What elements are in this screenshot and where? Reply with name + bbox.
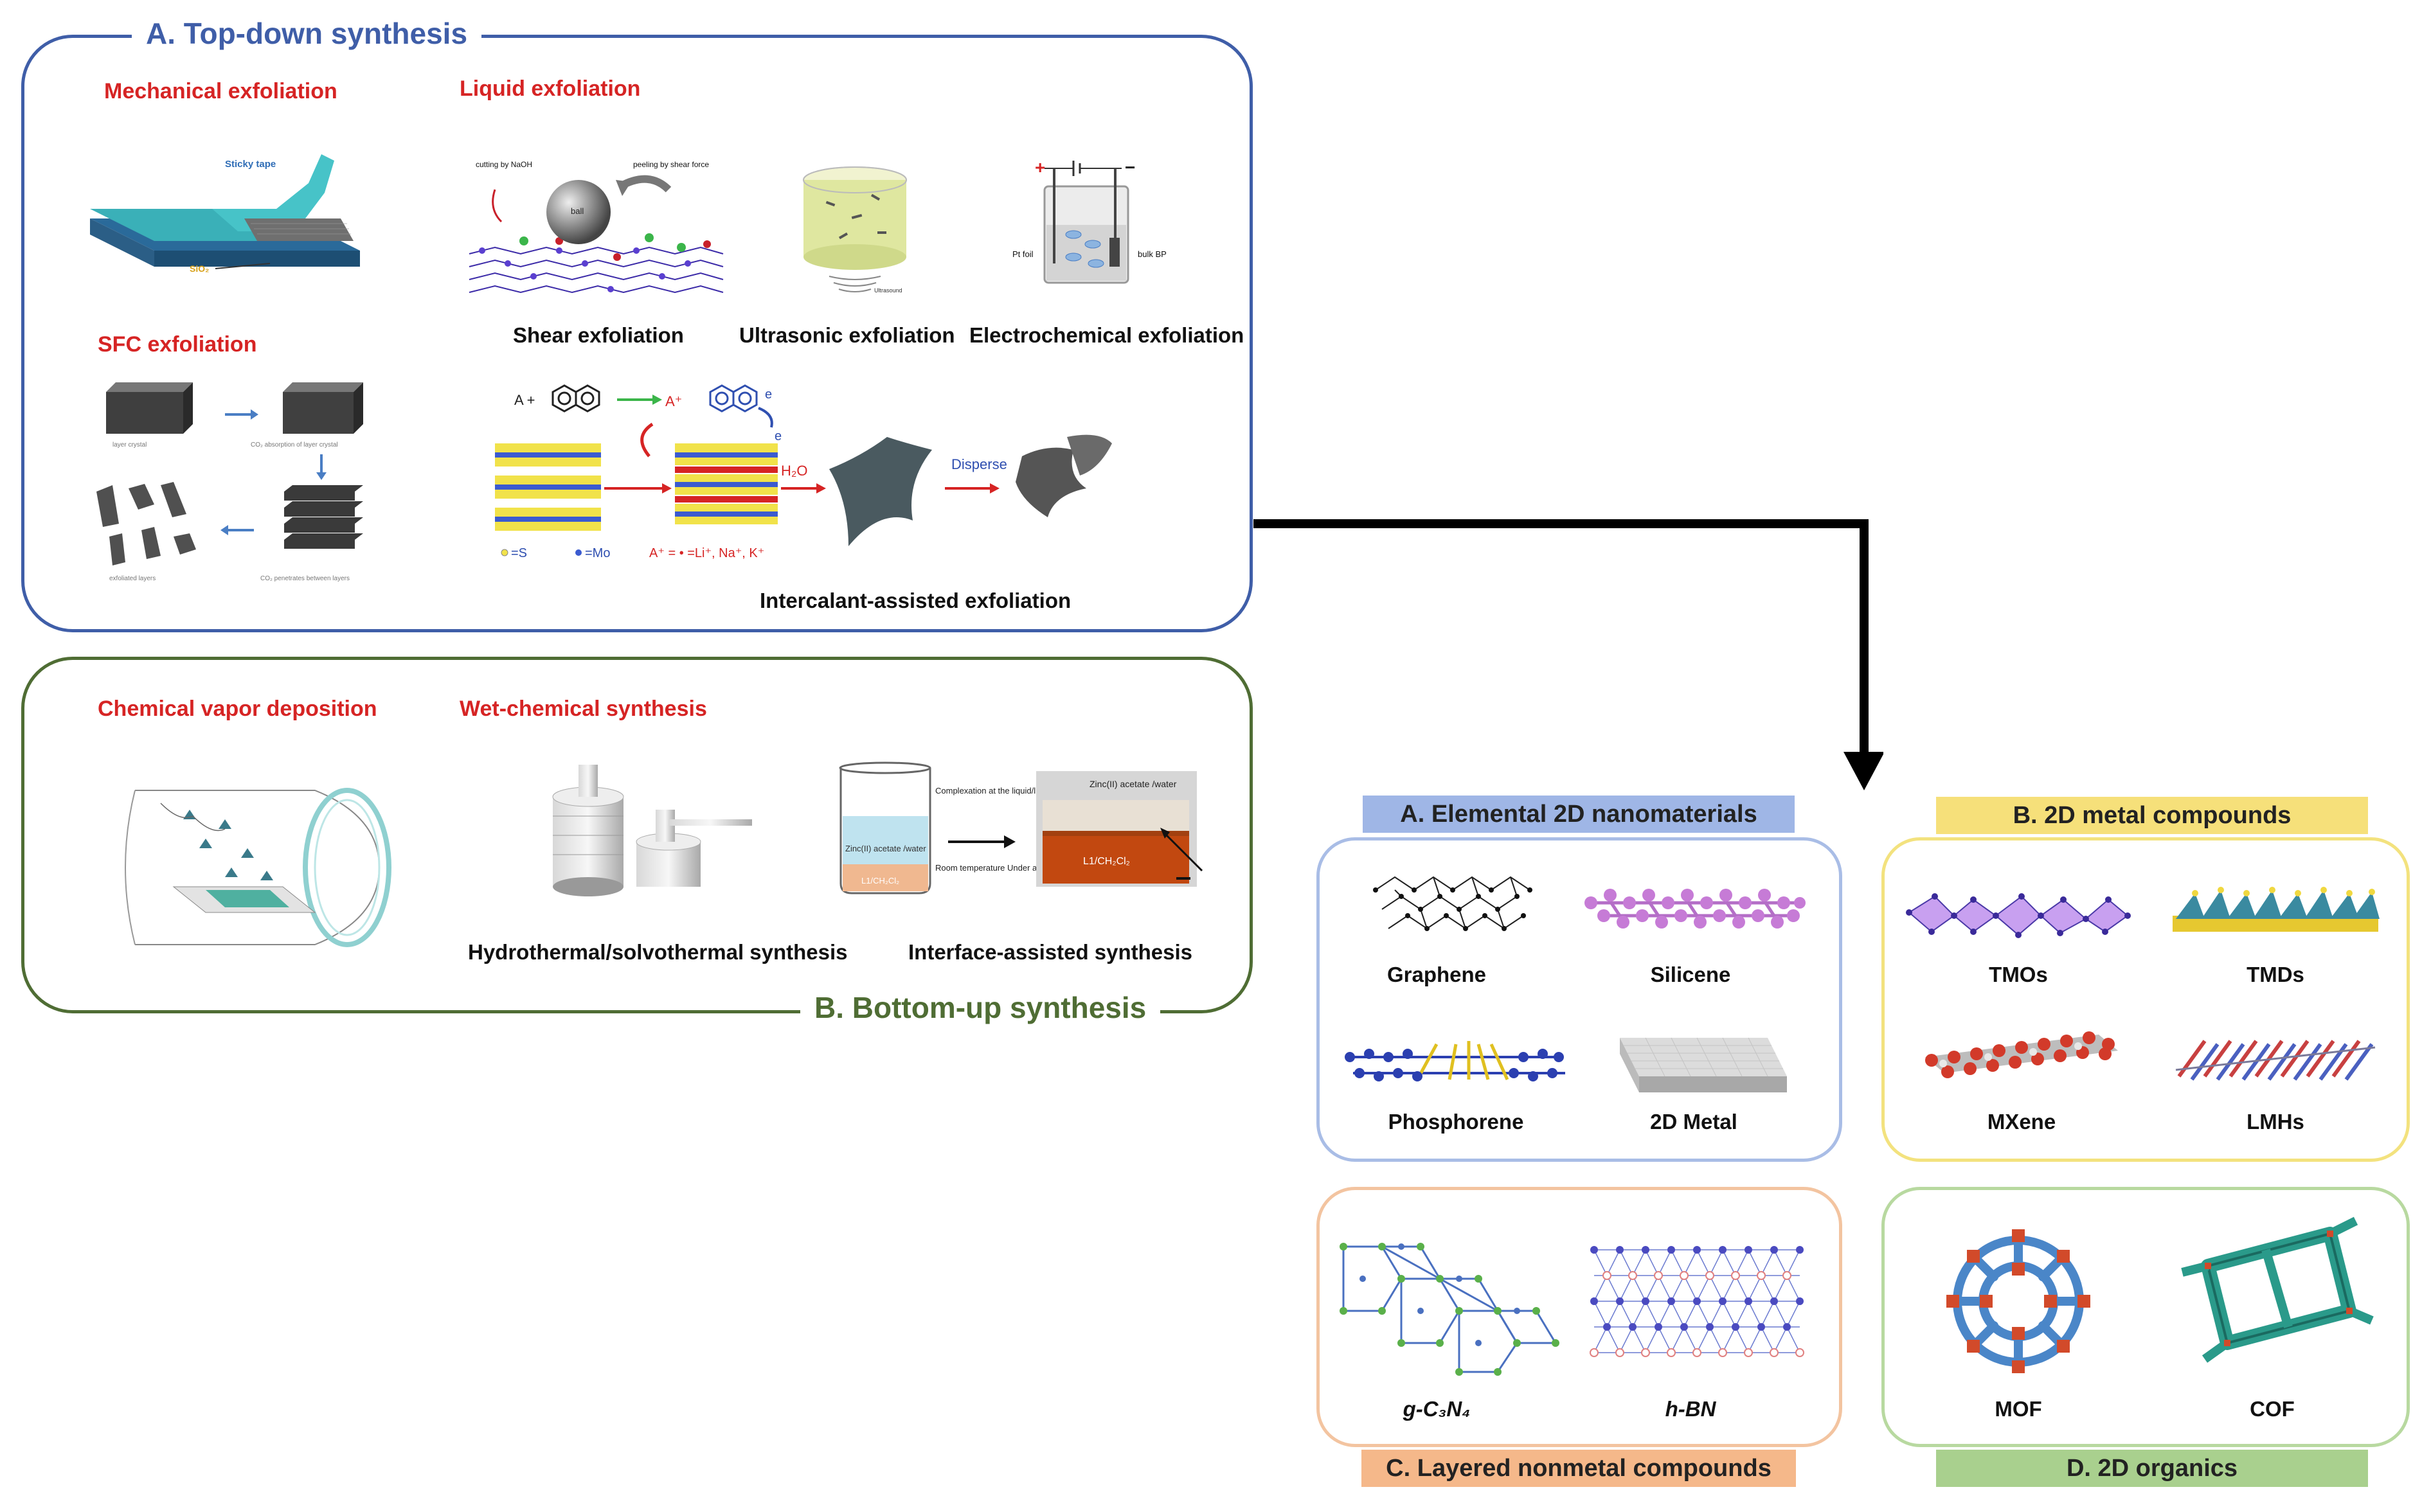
sticky-tape-label: Sticky tape — [225, 159, 276, 170]
elemental-banner: A. Elemental 2D nanomaterials — [1363, 796, 1795, 833]
tmds-icon — [2173, 887, 2380, 932]
cof-label: COF — [2250, 1397, 2295, 1421]
phosphorene-icon — [1345, 1041, 1565, 1081]
g-c3n4-icon — [1340, 1243, 1559, 1376]
e2-label: e — [775, 429, 782, 443]
organics-banner: D. 2D organics — [1936, 1450, 2368, 1487]
e1-label: e — [765, 387, 772, 402]
a-ion-label: A⁺ — [665, 393, 682, 409]
ball-label: ball — [571, 206, 584, 216]
silicene-label: Silicene — [1650, 963, 1731, 986]
g-c3n4-label: g-C₃N₄ — [1403, 1397, 1471, 1421]
cutting-label: cutting by NaOH — [476, 160, 532, 169]
cvd-heading: Chemical vapor deposition — [98, 697, 377, 721]
bulk-bp-label: bulk BP — [1138, 249, 1167, 259]
svg-text:+: + — [1035, 157, 1045, 177]
connector-arrow — [1253, 519, 1883, 790]
mechanical-exfoliation-heading: Mechanical exfoliation — [104, 79, 337, 103]
photo-top-label: Zinc(II) acetate /water — [1090, 779, 1177, 789]
2d-metal-label: 2D Metal — [1650, 1110, 1737, 1134]
shear-exfoliation-caption: Shear exfoliation — [513, 323, 684, 347]
disperse-label: Disperse — [951, 456, 1007, 472]
beaker-bottom-label: L1/CH₂Cl₂ — [861, 876, 899, 885]
tmos-icon — [1906, 893, 2131, 938]
lmhs-label: LMHs — [2247, 1110, 2304, 1134]
top-down-title: A. Top-down synthesis — [132, 15, 482, 51]
metal-compounds-banner: B. 2D metal compounds — [1936, 797, 2368, 834]
phosphorene-label: Phosphorene — [1388, 1110, 1524, 1134]
silicene-icon — [1584, 889, 1806, 929]
elemental-box — [1316, 837, 1842, 1162]
h-bn-icon — [1590, 1246, 1804, 1357]
graphene-icon — [1373, 876, 1532, 931]
ultrasonic-exfoliation-caption: Ultrasonic exfoliation — [739, 323, 955, 347]
tmds-label: TMDs — [2247, 963, 2304, 986]
top-down-frame — [21, 35, 1253, 632]
peeling-label: peeling by shear force — [633, 160, 709, 169]
shear-exfoliation-illustration: ball cutting by NaOH peeling by shear fo… — [469, 160, 724, 294]
electrochemical-exfoliation-caption: Electrochemical exfoliation — [969, 323, 1244, 347]
graphene-label: Graphene — [1386, 963, 1487, 986]
sfc-step4-label: exfoliated layers — [109, 575, 156, 582]
cof-icon — [2181, 1216, 2374, 1363]
hydrothermal-illustration — [552, 765, 752, 896]
hydrothermal-caption: Hydrothermal/solvothermal synthesis — [468, 940, 848, 964]
intercalant-assisted-illustration: A + A⁺ e e H₂O Disperse =S =Mo A⁺ = • =L… — [495, 384, 1112, 560]
photo-bottom-label: L1/CH₂Cl₂ — [1083, 856, 1130, 867]
legend-a: A⁺ = • =Li⁺, Na⁺, K⁺ — [649, 546, 764, 560]
bottom-up-title: B. Bottom-up synthesis — [800, 990, 1161, 1026]
sfc-exfoliation-heading: SFC exfoliation — [98, 332, 257, 357]
ultrasound-label: Ultrasound — [874, 287, 902, 294]
ultrasonic-exfoliation-illustration: Ultrasound — [803, 166, 907, 294]
sfc-step1-label: layer crystal — [112, 441, 147, 449]
mechanical-exfoliation-illustration: Sticky tape SiO₂ — [90, 154, 360, 274]
interface-assisted-illustration: Zinc(II) acetate /water L1/CH₂Cl₂ Comple… — [839, 761, 1203, 894]
a-plus-label: A + — [514, 392, 535, 408]
lmhs-icon — [2175, 1040, 2376, 1081]
liquid-exfoliation-heading: Liquid exfoliation — [460, 76, 641, 101]
intercalant-assisted-caption: Intercalant-assisted exfoliation — [760, 589, 1072, 612]
legend-s: =S — [511, 546, 527, 560]
electrochemical-exfoliation-illustration: + − Pt foil bulk BP — [1012, 157, 1167, 284]
layer-crystal-block — [106, 382, 193, 434]
nonmetal-compounds-banner: C. Layered nonmetal compounds — [1361, 1450, 1796, 1487]
sfc-step3-label: CO₂ penetrates between layers — [260, 575, 350, 582]
h-bn-label: h-BN — [1665, 1397, 1716, 1421]
mof-icon — [1946, 1229, 2090, 1373]
bottom-up-frame — [21, 657, 1253, 1013]
sfc-step2-label: CO₂ absorption of layer crystal — [251, 441, 338, 449]
beaker-top-label: Zinc(II) acetate /water — [845, 844, 926, 853]
interface-assisted-caption: Interface-assisted synthesis — [908, 940, 1193, 964]
mof-label: MOF — [1995, 1397, 2042, 1421]
room-temp-label: Room temperature Under air — [935, 863, 1042, 873]
sfc-exfoliation-illustration: layer crystal CO₂ absorption of layer cr… — [96, 382, 363, 582]
pt-foil-label: Pt foil — [1012, 249, 1034, 259]
mxene-icon — [1925, 1031, 2118, 1078]
svg-text:−: − — [1125, 157, 1135, 177]
legend-mo: =Mo — [585, 546, 610, 560]
mxene-label: MXene — [1987, 1110, 2056, 1134]
cvd-illustration — [125, 788, 391, 947]
wet-chemical-heading: Wet-chemical synthesis — [460, 697, 707, 721]
2d-metal-icon — [1620, 1037, 1787, 1092]
h2o-label: H₂O — [781, 463, 808, 479]
nonmetal-compounds-box — [1316, 1187, 1842, 1447]
sio2-label: SiO₂ — [190, 263, 209, 274]
tmos-label: TMOs — [1989, 963, 2048, 986]
